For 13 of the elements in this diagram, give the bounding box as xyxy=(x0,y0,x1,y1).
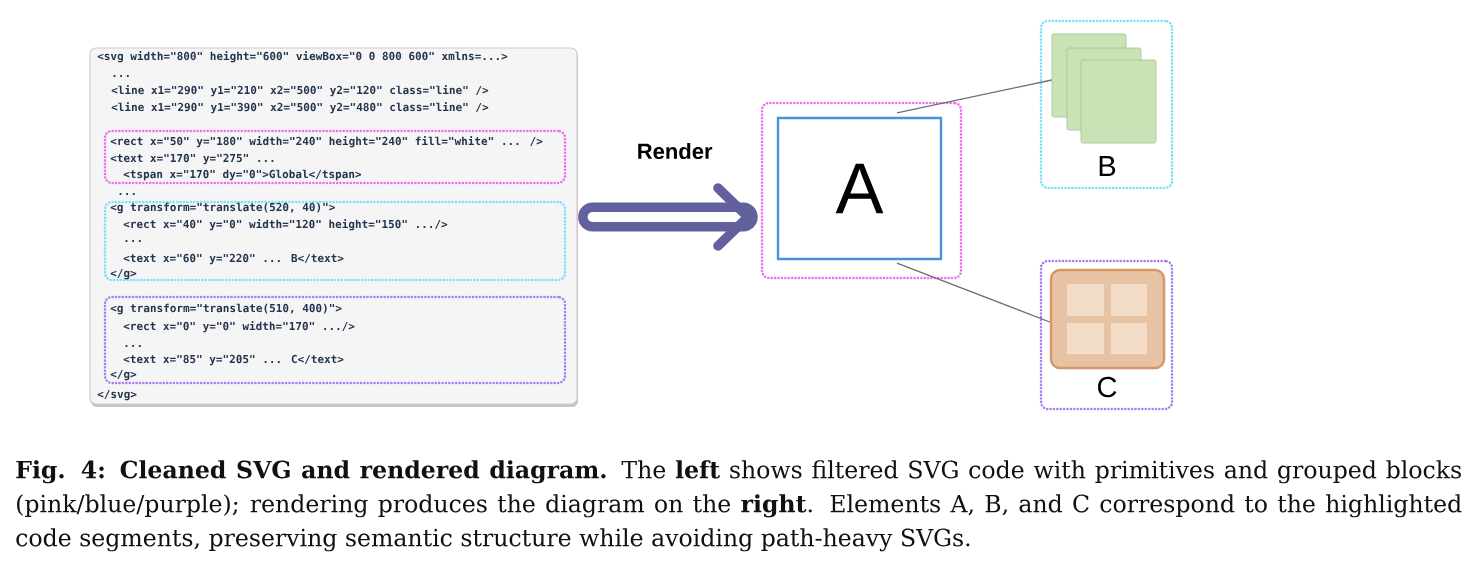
card xyxy=(1080,59,1157,144)
group-frame: B xyxy=(1039,19,1174,190)
hollow-arrow xyxy=(578,183,758,251)
edge-label: Render xyxy=(635,141,714,161)
highlighted-code-block: <rect x="50" y="180" width="240" height="240" fill="white" ... /> <text x="170" y="275" ... <tspan x="170" dy="0">Global</tspan> xyxy=(103,129,567,185)
highlighted-code-block: <g transform="translate(520, 40)"> <rect x="40" y="0" width="120" height="150" .../> ... <text x="60" y="220" ... B</text> </g> xyxy=(103,200,567,282)
caption: Fig. 4: Cleaned SVG and rendered diagram. The left shows filtered SVG code with primitives and grouped blocks (pink/blue/purple); rendering produces the diagram on the right. Elements A, B, and C correspond to the highlighted code segments, preserving semantic structure while avoiding path-heavy SVGs. xyxy=(16,460,1462,552)
group-frame: C xyxy=(1039,259,1174,411)
connector-line xyxy=(896,79,1053,114)
highlighted-code-block: <g transform="translate(510, 400)"> <rect x="0" y="0" width="170" .../> ... <text x="85" y="205" ... C</text> </g> xyxy=(103,295,567,385)
connector-line xyxy=(896,262,1051,323)
group-frame xyxy=(760,101,963,280)
outlined-box: A xyxy=(776,116,943,261)
